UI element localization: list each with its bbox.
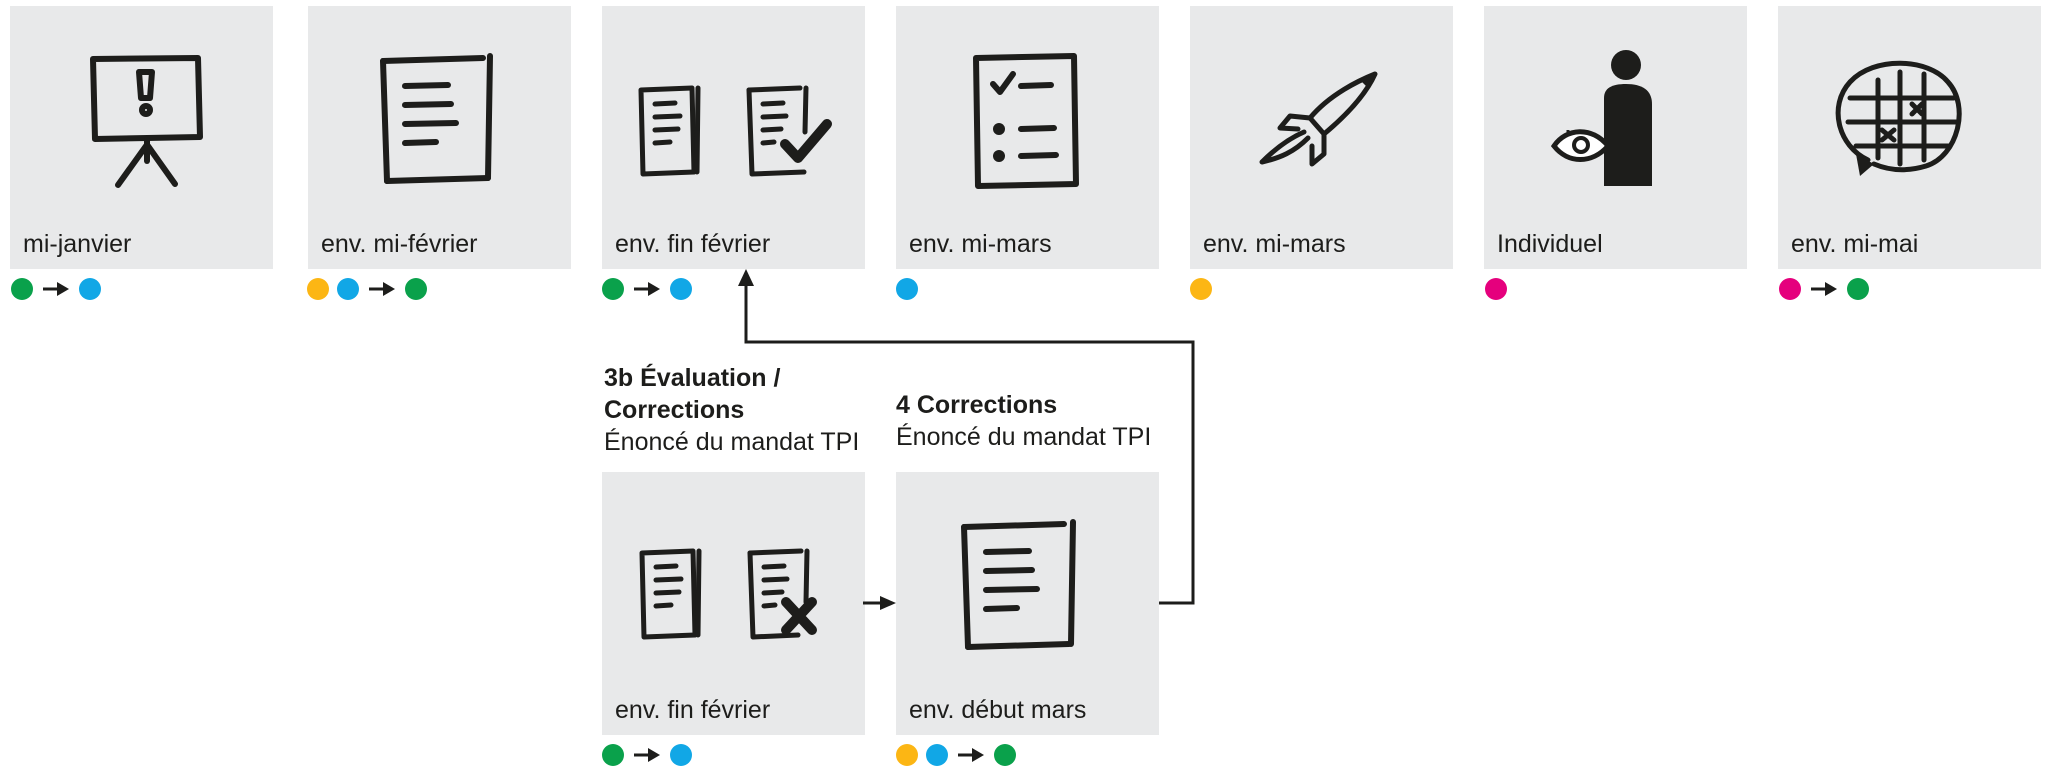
arrow-right-icon — [634, 748, 660, 762]
arrow-right-icon — [43, 282, 69, 296]
step-subtitle: Énoncé du mandat TPI — [896, 423, 1152, 451]
green-dot — [405, 278, 427, 300]
magenta-dot — [1485, 278, 1507, 300]
blue-dot — [926, 744, 948, 766]
loop-back-arrow — [738, 269, 1195, 605]
step-card-3: env. fin février — [602, 6, 865, 269]
documents-check-icon — [638, 85, 832, 177]
actor-dots-4 — [896, 277, 926, 301]
blue-dot — [670, 278, 692, 300]
document-icon — [380, 53, 493, 184]
actor-dots-1 — [11, 277, 109, 301]
person-eye-icon — [1550, 50, 1652, 186]
card-date: Individuel — [1497, 230, 1603, 258]
checklist-icon — [973, 53, 1079, 189]
arrow-3b-to-4 — [863, 596, 896, 610]
actor-dots-7 — [1779, 277, 1877, 301]
actor-dots-5 — [1190, 277, 1220, 301]
step-title: 3b Évaluation / — [604, 364, 781, 392]
card-date: env. début mars — [909, 696, 1087, 724]
presentation-board-icon — [90, 55, 203, 188]
green-dot — [602, 278, 624, 300]
documents-cross-icon — [639, 548, 817, 640]
step-card-2: env. mi-février — [308, 6, 571, 269]
step-card-5: env. mi-mars — [1190, 6, 1453, 269]
blue-dot — [337, 278, 359, 300]
step-card-3b: env. fin février — [602, 472, 865, 735]
blue-dot — [896, 278, 918, 300]
document-icon — [961, 519, 1076, 650]
arrow-right-icon — [634, 282, 660, 296]
step-card-4-corrections: env. début mars — [896, 472, 1159, 735]
arrow-right-icon — [369, 282, 395, 296]
step-card-4: env. mi-mars — [896, 6, 1159, 269]
green-dot — [602, 744, 624, 766]
card-date: env. mi-février — [321, 230, 478, 258]
rocket-icon — [1259, 71, 1378, 167]
green-dot — [994, 744, 1016, 766]
magenta-dot — [1779, 278, 1801, 300]
card-date: env. mi-mai — [1791, 230, 1919, 258]
step-card-7: env. mi-mai — [1778, 6, 2041, 269]
target-grid-icon — [1835, 60, 1962, 176]
actor-dots-2 — [307, 277, 435, 301]
step-heading-4: 4 Corrections Énoncé du mandat TPI — [896, 389, 1151, 453]
step-title-cont: Corrections — [604, 396, 745, 424]
card-date: env. fin février — [615, 696, 771, 724]
card-date: env. mi-mars — [1203, 230, 1346, 258]
arrow-right-icon — [958, 748, 984, 762]
card-date: mi-janvier — [23, 230, 132, 258]
arrow-right-icon — [1811, 282, 1837, 296]
blue-dot — [670, 744, 692, 766]
step-card-1: mi-janvier — [10, 6, 273, 269]
step-heading-3b: 3b Évaluation / Corrections Énoncé du ma… — [604, 362, 859, 458]
yellow-dot — [307, 278, 329, 300]
actor-dots-4-corrections — [896, 743, 1024, 767]
card-date: env. fin février — [615, 230, 771, 258]
actor-dots-6 — [1485, 277, 1515, 301]
actor-dots-3b — [602, 743, 700, 767]
card-date: env. mi-mars — [909, 230, 1052, 258]
blue-dot — [79, 278, 101, 300]
step-title: 4 Corrections — [896, 391, 1058, 419]
green-dot — [1847, 278, 1869, 300]
yellow-dot — [1190, 278, 1212, 300]
step-subtitle: Énoncé du mandat TPI — [604, 428, 860, 456]
actor-dots-3 — [602, 277, 700, 301]
green-dot — [11, 278, 33, 300]
step-card-6: Individuel — [1484, 6, 1747, 269]
yellow-dot — [896, 744, 918, 766]
